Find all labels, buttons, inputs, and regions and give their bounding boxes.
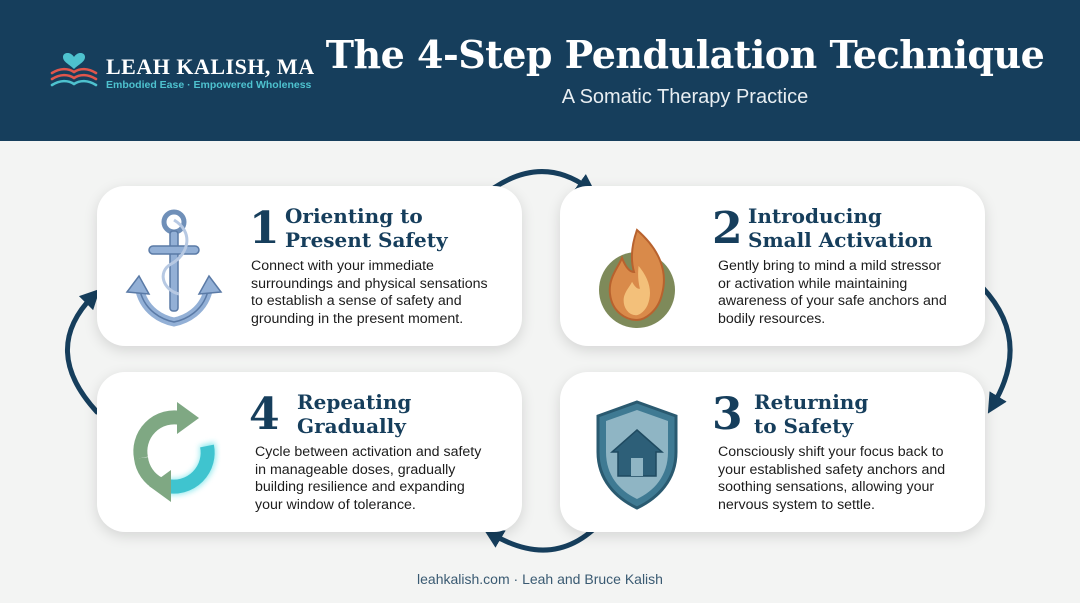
arrow-step4-to-step1	[65, 288, 101, 415]
brand-name: LEAH KALISH, MA	[106, 54, 315, 79]
step-desc-line: your established safety anchors and	[718, 461, 946, 478]
step-desc-line: nervous system to settle.	[718, 496, 875, 513]
step-title-line: Gradually	[297, 414, 406, 438]
heart-waves-icon	[50, 53, 98, 87]
step-desc-line: Consciously shift your focus back to	[718, 444, 944, 460]
page-subtitle: A Somatic Therapy Practice	[561, 86, 809, 108]
step-title-line: Small Activation	[748, 228, 933, 252]
step-title-line: to Safety	[754, 414, 854, 438]
step-title-line: Present Safety	[285, 228, 448, 252]
step-desc-line: surroundings and physical sensations	[251, 275, 488, 292]
brand-logo[interactable]: LEAH KALISH, MA Embodied Ease · Empowere…	[50, 52, 314, 102]
cycle-arrows-icon	[133, 402, 217, 502]
step-desc-line: bodily resources.	[718, 310, 826, 327]
step-desc-line: grounding in the present moment.	[251, 310, 464, 327]
header-banner: LEAH KALISH, MA Embodied Ease · Empowere…	[0, 0, 1080, 141]
step-title-line: Orienting to	[285, 204, 423, 228]
step-desc-line: Cycle between activation and safety	[255, 444, 482, 460]
step-number: 4	[249, 389, 280, 440]
step-description: Cycle between activation and safety in m…	[255, 444, 515, 514]
step-desc-line: your window of tolerance.	[255, 496, 416, 513]
step-description: Gently bring to mind a mild stressor or …	[718, 258, 978, 328]
step-desc-line: in manageable doses, gradually	[255, 461, 456, 478]
step-description: Connect with your immediate surroundings…	[251, 258, 511, 328]
step-card-2: 2 Introducing Small Activation Gently br…	[560, 186, 985, 346]
step-title: Orienting to Present Safety	[285, 204, 515, 252]
page-title: The 4-Step Pendulation Technique	[325, 32, 1045, 77]
step-desc-line: building resilience and expanding	[255, 479, 465, 495]
arrow-step2-to-step3	[979, 284, 1013, 414]
footer-credit[interactable]: leahkalish.com · Leah and Bruce Kalish	[417, 571, 663, 587]
step-title: Introducing Small Activation	[748, 204, 978, 252]
step-title-line: Returning	[754, 390, 869, 414]
step-card-3: 3 Returning to Safety Consciously shift …	[560, 372, 985, 532]
step-desc-line: Connect with your immediate	[251, 258, 434, 274]
step-card-4: 4 Repeating Gradually Cycle between acti…	[97, 372, 522, 532]
step-title-line: Introducing	[748, 204, 882, 228]
step-description: Consciously shift your focus back to you…	[718, 444, 978, 514]
step-title: Repeating Gradually	[297, 390, 527, 438]
step-number: 2	[712, 203, 743, 254]
step-title: Returning to Safety	[754, 390, 984, 438]
step-title-line: Repeating	[297, 390, 412, 414]
step-desc-line: to establish a sense of safety and	[251, 293, 462, 309]
step-desc-line: soothing sensations, allowing your	[718, 479, 935, 495]
step-card-1: 1 Orienting to Present Safety Connect wi…	[97, 186, 522, 346]
step-number: 1	[249, 203, 280, 254]
step-desc-line: Gently bring to mind a mild stressor	[718, 258, 942, 274]
step-desc-line: awareness of your safe anchors and	[718, 293, 947, 309]
flame-icon	[599, 228, 675, 328]
step-number: 3	[712, 389, 743, 440]
shield-home-icon	[596, 400, 678, 510]
step-desc-line: or activation while maintaining	[718, 275, 908, 292]
brand-tagline: Embodied Ease · Empowered Wholeness	[106, 79, 312, 91]
anchor-icon	[125, 209, 223, 327]
